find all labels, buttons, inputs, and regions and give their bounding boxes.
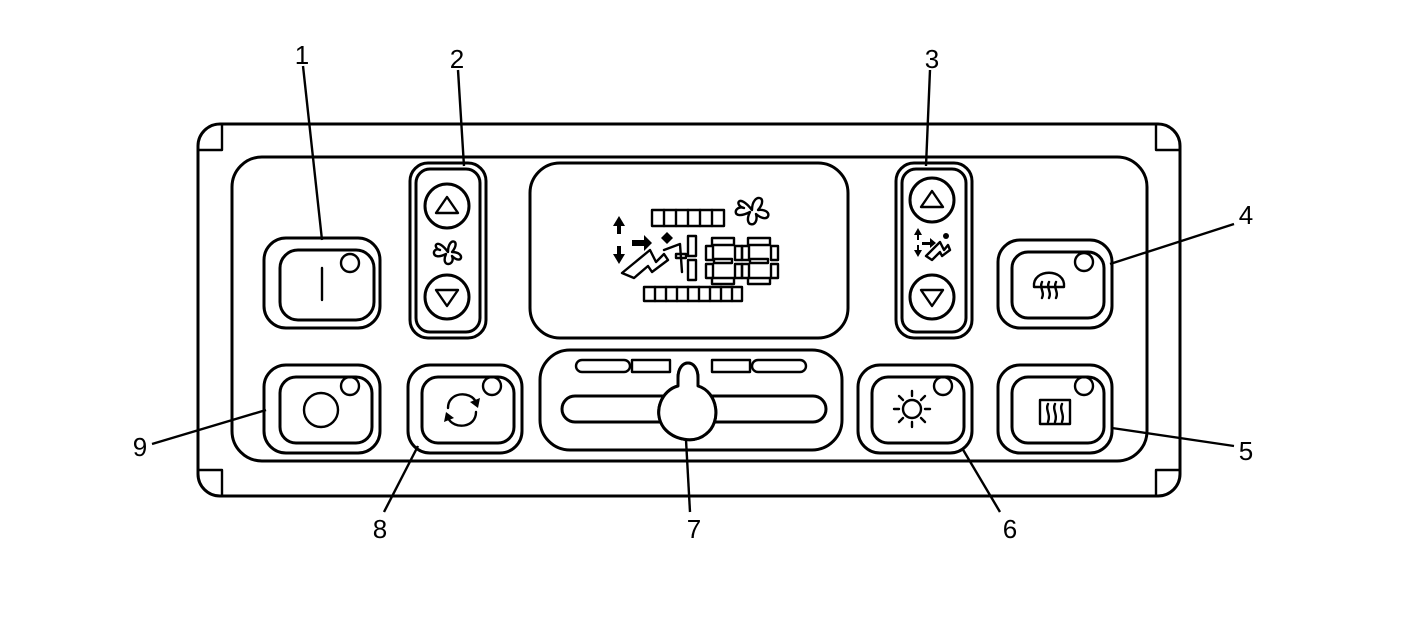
air-mode-icon xyxy=(914,228,952,262)
temperature-level-bar xyxy=(642,285,744,303)
leader-7 xyxy=(684,439,692,513)
auto-icon xyxy=(302,391,340,429)
power-button[interactable] xyxy=(262,236,382,330)
leader-lines xyxy=(151,65,1235,513)
recirculation-icon xyxy=(444,393,480,427)
fan-up-button[interactable] xyxy=(423,182,471,230)
leader-6 xyxy=(960,447,1002,513)
rear-defrost-button[interactable] xyxy=(996,363,1114,455)
auto-button[interactable] xyxy=(262,363,382,455)
leader-2 xyxy=(456,69,466,167)
fan-icon xyxy=(432,240,463,266)
mode-down-button[interactable] xyxy=(908,273,956,321)
fan-speed-control[interactable] xyxy=(408,161,488,340)
callout-3: 3 xyxy=(925,44,939,74)
fan-down-button[interactable] xyxy=(423,273,471,321)
callout-7: 7 xyxy=(687,514,701,544)
callout-1: 1 xyxy=(295,40,309,70)
leader-4 xyxy=(1109,222,1235,266)
air-mode-control[interactable] xyxy=(894,161,974,340)
front-defrost-icon xyxy=(1032,271,1066,300)
ac-button[interactable] xyxy=(856,363,974,455)
leader-9 xyxy=(151,408,267,446)
ac-icon xyxy=(892,389,932,429)
lcd-display xyxy=(528,161,850,340)
callout-6: 6 xyxy=(1003,514,1017,544)
callout-9: 9 xyxy=(133,432,147,462)
leader-5 xyxy=(1111,426,1235,448)
leader-8 xyxy=(382,445,420,513)
callout-labels: 1 2 3 4 5 6 7 8 9 xyxy=(133,40,1253,544)
recirculation-button[interactable] xyxy=(406,363,524,455)
callout-5: 5 xyxy=(1239,436,1253,466)
fan-level-bar xyxy=(650,208,726,228)
callout-8: 8 xyxy=(373,514,387,544)
callout-4: 4 xyxy=(1239,200,1253,230)
leader-3 xyxy=(924,69,932,167)
front-defrost-button[interactable] xyxy=(996,238,1114,330)
callout-2: 2 xyxy=(450,44,464,74)
rear-defrost-icon xyxy=(1038,398,1072,426)
temperature-knob[interactable] xyxy=(657,361,718,442)
airflow-mode-indicator xyxy=(613,216,684,280)
mode-up-button[interactable] xyxy=(908,176,956,224)
temperature-slider[interactable] xyxy=(538,348,844,452)
leader-1 xyxy=(301,65,324,241)
temperature-digits xyxy=(674,234,780,286)
display-fan-icon xyxy=(734,196,770,226)
